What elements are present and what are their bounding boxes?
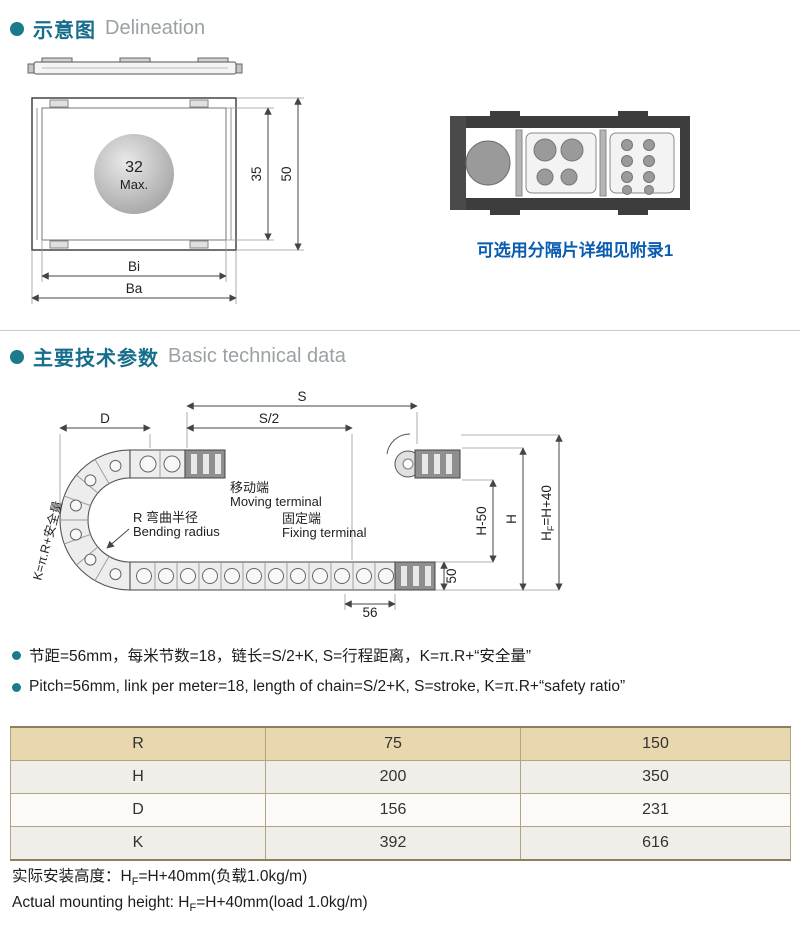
safety-formula-label: K=π.R+安全量 bbox=[29, 499, 65, 582]
table-cell: 350 bbox=[520, 760, 791, 794]
table-row-d: D 156 231 bbox=[10, 793, 791, 827]
section-title-en: Delineation bbox=[105, 17, 206, 39]
moving-terminal-label-en: Moving terminal bbox=[230, 494, 322, 509]
table-row-k: K 392 616 bbox=[10, 826, 791, 861]
dimension-lines: 35 50 Bi Ba bbox=[31, 97, 304, 304]
table-row-r: R 75 150 bbox=[10, 726, 791, 761]
footer-subscript: F bbox=[131, 876, 139, 889]
dim-ba-label: Ba bbox=[126, 281, 143, 296]
section-title-zh: 示意图 bbox=[33, 20, 96, 42]
note-pitch-zh: 节距=56mm，每米节数=18，链长=S/2+K, S=行程距离，K=π.R+“… bbox=[12, 644, 531, 666]
section-bullet-icon bbox=[10, 349, 24, 364]
table-cell: 156 bbox=[265, 793, 521, 827]
table-cell: D bbox=[10, 793, 266, 827]
section-bullet-icon bbox=[10, 21, 24, 36]
footer-text: 实际安装高度：H bbox=[12, 868, 132, 885]
note-pitch-en: Pitch=56mm, link per meter=18, length of… bbox=[12, 678, 625, 696]
dim-h-label: H bbox=[504, 514, 519, 524]
table-cell: R bbox=[10, 726, 266, 761]
table-cell: 75 bbox=[265, 726, 521, 761]
cross-section-drawing: 32 Max. 35 50 Bi Ba bbox=[27, 57, 304, 304]
dim-bi-label: Bi bbox=[128, 259, 140, 274]
inner-diameter-sphere bbox=[94, 134, 174, 214]
dim-s-label: S bbox=[297, 389, 306, 404]
circle-value-label: 32 bbox=[125, 159, 143, 176]
dim-56-label: 56 bbox=[362, 605, 377, 620]
top-view-drawing bbox=[27, 57, 243, 75]
section-header-technical: 主要技术参数 Basic technical data bbox=[10, 342, 346, 371]
table-cell: 200 bbox=[265, 760, 521, 794]
dim-50-label: 50 bbox=[444, 568, 459, 583]
footer-text: =H+40mm(负载1.0kg/m) bbox=[138, 868, 308, 885]
note-bullet-icon bbox=[12, 650, 21, 660]
table-cell: H bbox=[10, 760, 266, 794]
section-divider bbox=[0, 330, 800, 331]
fixing-terminal-label-zh: 固定端 bbox=[282, 511, 321, 526]
mounting-height-note-en: Actual mounting height: HF=H+40mm(load 1… bbox=[12, 894, 368, 914]
table-cell: 150 bbox=[520, 726, 791, 761]
moving-terminal-label-zh: 移动端 bbox=[230, 480, 269, 495]
dim-s2-label: S/2 bbox=[259, 411, 279, 426]
table-cell: 616 bbox=[520, 826, 791, 861]
dim-50-label: 50 bbox=[279, 166, 294, 181]
footer-subscript: F bbox=[189, 902, 197, 915]
moving-terminal-far-position bbox=[386, 433, 461, 479]
note-bullet-icon bbox=[12, 682, 21, 692]
chain-diagram: S S/2 D 56 50 H-50 H HF=H+40 移动端 Moving … bbox=[29, 389, 563, 620]
section-header-delineation: 示意图 Delineation bbox=[10, 14, 205, 43]
front-view-drawing: 32 Max. bbox=[31, 97, 237, 251]
technical-data-table: R 75 150 H 200 350 D 156 231 K 392 616 bbox=[10, 726, 791, 861]
circle-max-label: Max. bbox=[120, 177, 148, 192]
separator-appendix-note: 可选用分隔片详细见附录1 bbox=[476, 241, 674, 260]
bending-radius-label-en: Bending radius bbox=[133, 524, 220, 539]
table-cell: 392 bbox=[265, 826, 521, 861]
dim-hf-label: HF=H+40 bbox=[539, 485, 556, 541]
fixing-terminal-block bbox=[394, 561, 436, 591]
table-row-h: H 200 350 bbox=[10, 760, 791, 794]
chain-curve bbox=[59, 449, 131, 591]
separator-illustration bbox=[450, 111, 690, 215]
footer-text: Actual mounting height: H bbox=[12, 894, 190, 911]
table-cell: 231 bbox=[520, 793, 791, 827]
fixing-terminal-label-en: Fixing terminal bbox=[282, 525, 367, 540]
dim-d-label: D bbox=[100, 411, 110, 426]
note-text-en: Pitch=56mm, link per meter=18, length of… bbox=[29, 678, 626, 695]
section-title-zh: 主要技术参数 bbox=[33, 348, 159, 370]
mounting-height-note-zh: 实际安装高度：HF=H+40mm(负载1.0kg/m) bbox=[12, 864, 307, 888]
note-text-zh: 节距=56mm，每米节数=18，链长=S/2+K, S=行程距离，K=π.R+“… bbox=[29, 648, 532, 665]
table-cell: K bbox=[10, 826, 266, 861]
footer-text: =H+40mm(load 1.0kg/m) bbox=[196, 894, 368, 911]
bottom-chain-run bbox=[129, 561, 396, 591]
dim-h50-label: H-50 bbox=[474, 506, 489, 535]
moving-terminal-block bbox=[184, 449, 226, 479]
dim-35-label: 35 bbox=[249, 166, 264, 181]
section-title-en: Basic technical data bbox=[168, 345, 346, 367]
large-cable-hole bbox=[465, 140, 511, 186]
bending-radius-label-zh: R 弯曲半径 bbox=[133, 510, 198, 525]
